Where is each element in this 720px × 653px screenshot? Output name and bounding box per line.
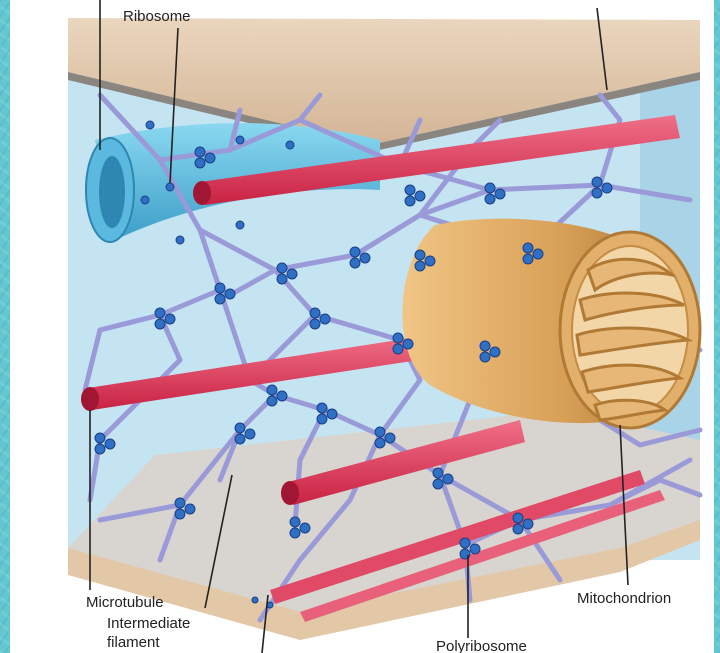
- microtubule-4-end: [281, 481, 299, 505]
- ribosome: [176, 236, 184, 244]
- label-mitochondrion: Mitochondrion: [577, 590, 671, 607]
- smooth-er-lumen: [99, 156, 125, 228]
- label-microtubule: Microtubule: [86, 594, 164, 611]
- ribosome: [236, 221, 244, 229]
- label-polyribosome: Polyribosome: [436, 638, 527, 653]
- ribosome: [252, 597, 258, 603]
- ribosome: [236, 136, 244, 144]
- ribosome: [286, 141, 294, 149]
- microtubule-2-end: [81, 387, 99, 411]
- diagram-panel: Ribosome Microtubule Intermediate filame…: [10, 0, 714, 653]
- label-intermediate-filament: Intermediate filament: [107, 614, 197, 652]
- microtubule-1-end: [193, 181, 211, 205]
- ribosome: [166, 183, 174, 191]
- cytoskeleton-illustration: [10, 0, 714, 653]
- ribosome: [141, 196, 149, 204]
- ribosome: [146, 121, 154, 129]
- label-ribosome: Ribosome: [123, 8, 191, 25]
